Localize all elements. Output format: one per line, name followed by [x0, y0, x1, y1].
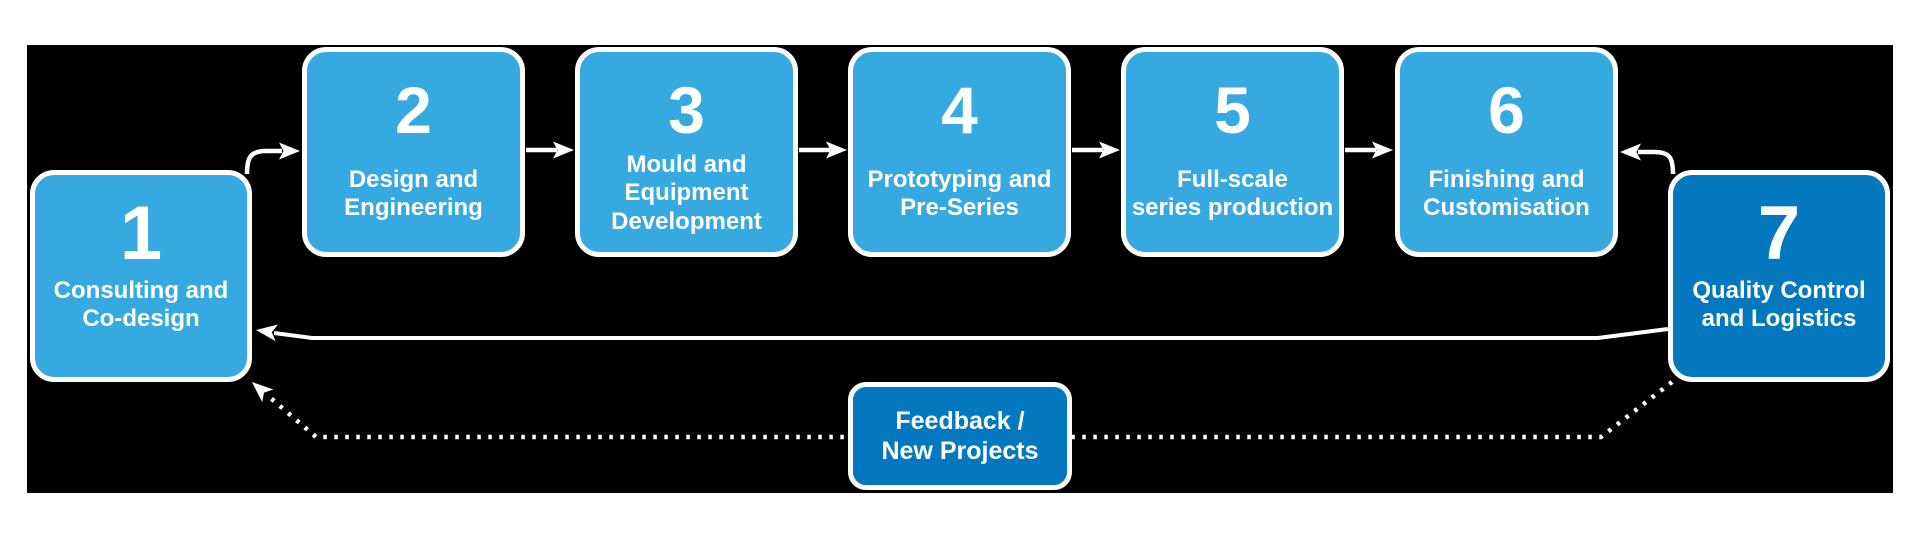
step-box-5: 5 Full-scale series production: [1121, 47, 1344, 257]
arrow-feedback-dotted-line: [264, 380, 1674, 440]
step-box-6: 6 Finishing and Customisation: [1395, 47, 1618, 257]
step-2-number: 2: [395, 73, 432, 147]
arrow-7-to-1-return-line: [273, 327, 1669, 340]
step-2-label: Design and Engineering: [344, 166, 483, 222]
step-4-label: Prototyping and Pre-Series: [867, 166, 1052, 222]
step-3-number: 3: [668, 73, 705, 147]
arrow-7-to-1-return-head: [256, 324, 278, 342]
step-7-number: 7: [1757, 191, 1801, 276]
arrow-1-to-2-head: [279, 142, 300, 160]
arrow-5-to-6-head: [1372, 141, 1393, 159]
step-5-label: Full-scale series production: [1131, 166, 1334, 222]
arrow-4-to-5-head: [1099, 141, 1120, 159]
step-box-4: 4 Prototyping and Pre-Series: [848, 47, 1071, 257]
arrow-3-to-4-head: [826, 141, 847, 159]
arrow-7-to-6-head: [1620, 143, 1641, 161]
step-6-label: Finishing and Customisation: [1423, 166, 1590, 222]
arrow-1-to-2-line: [244, 148, 282, 175]
step-1-label: Consulting and Co-design: [53, 277, 229, 333]
step-7-label: Quality Control and Logistics: [1692, 277, 1866, 333]
feedback-box: Feedback / New Projects: [848, 382, 1072, 490]
step-box-7: 7 Quality Control and Logistics: [1668, 170, 1890, 382]
step-5-number: 5: [1214, 73, 1251, 147]
step-box-2: 2 Design and Engineering: [302, 47, 525, 257]
arrow-2-to-3-head: [553, 141, 574, 159]
step-box-1: 1 Consulting and Co-design: [30, 170, 252, 382]
step-box-3: 3 Mould and Equipment Development: [575, 47, 798, 257]
step-4-number: 4: [941, 73, 978, 147]
arrow-7-to-6-line: [1638, 149, 1676, 175]
step-3-label: Mould and Equipment Development: [611, 151, 762, 235]
arrow-feedback-dotted-head: [252, 382, 274, 403]
step-6-number: 6: [1488, 73, 1525, 147]
feedback-label: Feedback / New Projects: [881, 407, 1039, 465]
step-1-number: 1: [119, 191, 163, 276]
